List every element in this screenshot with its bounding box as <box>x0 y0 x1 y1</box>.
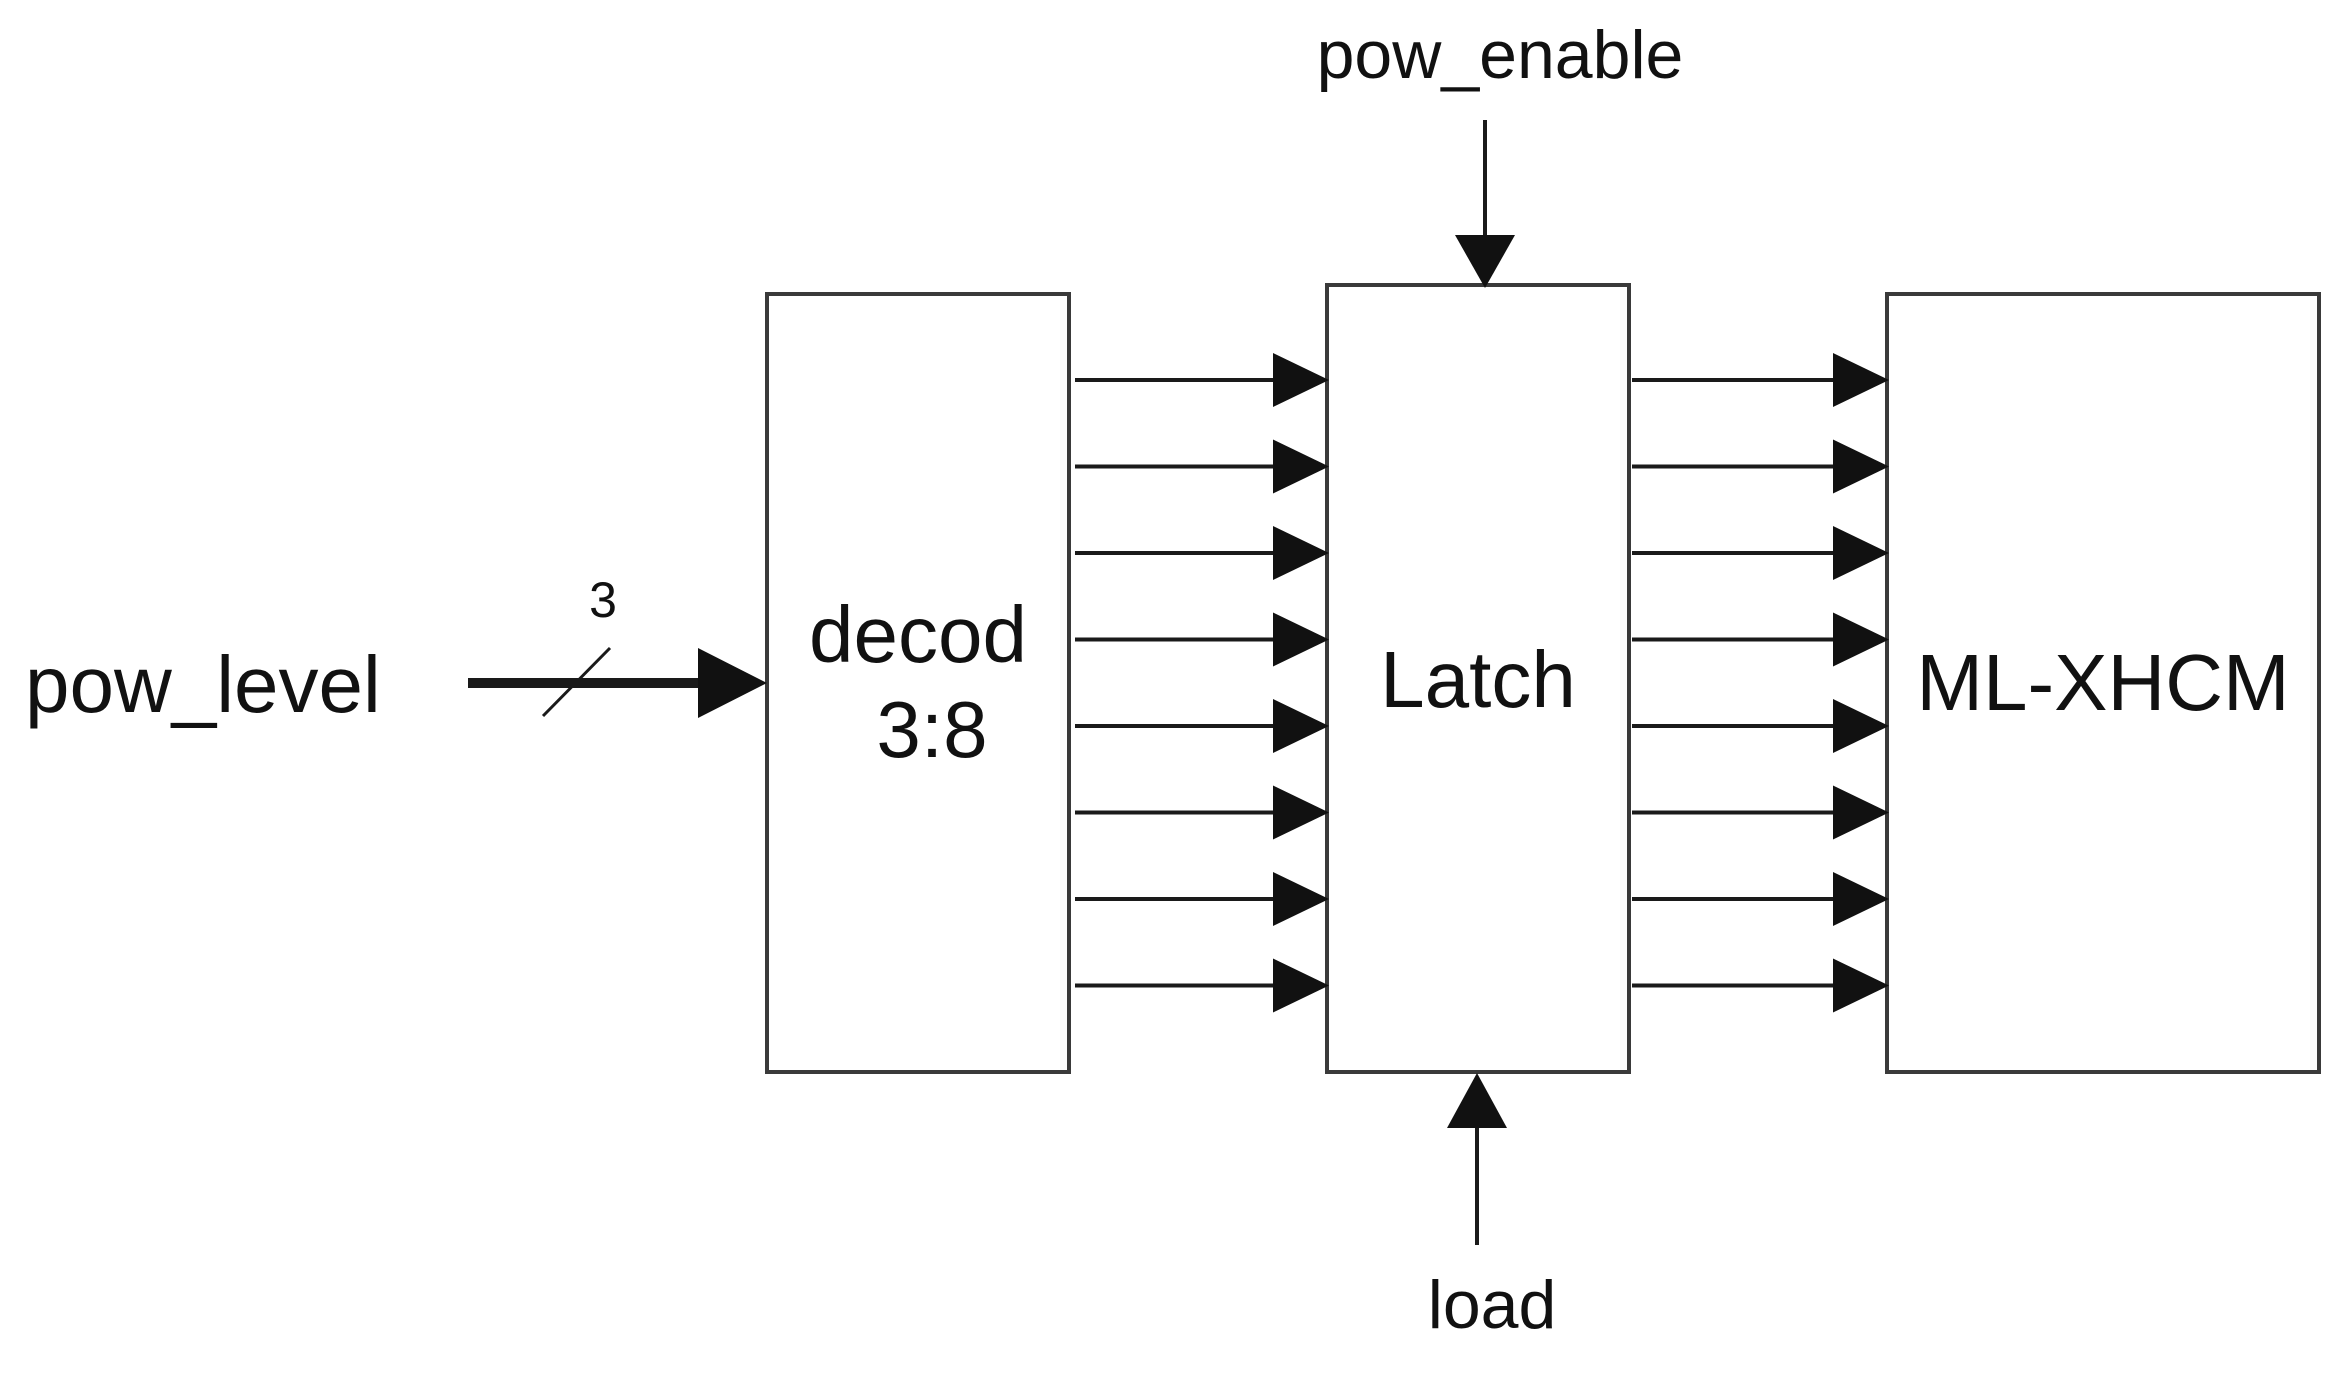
bus-width-tick <box>541 646 612 718</box>
bus-width-label: 3 <box>589 572 617 628</box>
latch-label: Latch <box>1380 635 1576 724</box>
decoder-block <box>765 292 1071 1074</box>
latch-output-lines <box>1632 353 1889 1013</box>
decoder-output-arrowhead-2 <box>1273 439 1329 494</box>
decoder-output-arrowhead-4 <box>1273 612 1329 667</box>
pow-enable-label: pow_enable <box>1317 17 1684 93</box>
latch-output-arrowhead-8 <box>1833 958 1889 1013</box>
decoder-output-arrowhead-1 <box>1273 353 1329 407</box>
ml-xhcm-label: ML-XHCM <box>1916 638 2289 727</box>
decoder-output-lines <box>1075 353 1329 1013</box>
decoder-output-arrowhead-7 <box>1273 872 1329 926</box>
latch-output-arrowhead-6 <box>1833 785 1889 840</box>
ml-xhcm-block <box>1885 292 2321 1074</box>
decoder-output-arrowhead-8 <box>1273 958 1329 1013</box>
latch-output-arrowhead-3 <box>1833 526 1889 580</box>
latch-output-arrowhead-4 <box>1833 612 1889 667</box>
pow-level-arrowhead <box>698 648 767 718</box>
pow-level-label: pow_level <box>25 640 381 729</box>
latch-block <box>1325 283 1631 1074</box>
latch-output-arrowhead-5 <box>1833 699 1889 753</box>
decoder-label-line2: 3:8 <box>876 685 987 774</box>
latch-output-arrowhead-7 <box>1833 872 1889 926</box>
pow-enable-arrowhead <box>1455 235 1515 288</box>
load-arrowhead <box>1447 1073 1507 1128</box>
load-label: load <box>1428 1267 1557 1343</box>
latch-output-arrowhead-1 <box>1833 353 1889 407</box>
decoder-output-arrowhead-6 <box>1273 785 1329 840</box>
decoder-output-arrowhead-3 <box>1273 526 1329 580</box>
decoder-output-arrowhead-5 <box>1273 699 1329 753</box>
decoder-label-line1: decod <box>809 590 1027 679</box>
latch-output-arrowhead-2 <box>1833 439 1889 494</box>
